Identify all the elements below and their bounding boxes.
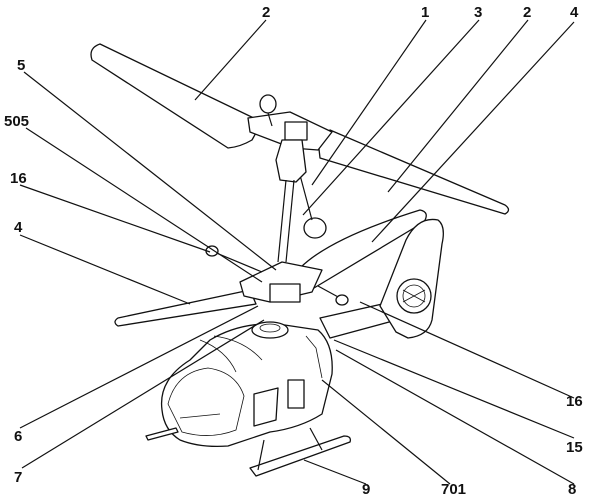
upper-blade-right xyxy=(317,129,510,215)
side-door xyxy=(287,379,305,409)
upper-hub-block xyxy=(284,121,308,141)
label-16-left: 16 xyxy=(10,170,27,187)
flybar-weight-bottom xyxy=(303,217,327,239)
upper-mechanism xyxy=(275,139,307,183)
label-9: 9 xyxy=(362,481,370,498)
skid-front xyxy=(145,427,179,441)
label-8: 8 xyxy=(568,481,576,498)
label-505: 505 xyxy=(4,113,29,130)
label-7: 7 xyxy=(14,469,22,486)
upper-blade-left xyxy=(90,43,263,149)
label-5: 5 xyxy=(17,57,25,74)
label-15: 15 xyxy=(566,439,583,456)
landing-skids xyxy=(145,427,352,477)
label-4-left: 4 xyxy=(14,219,23,236)
tail xyxy=(319,218,444,339)
skid-rear xyxy=(249,435,352,477)
lower-blade-left xyxy=(114,289,257,327)
lower-blade-right xyxy=(299,209,427,289)
lower-hub-block xyxy=(269,283,301,303)
label-16-right: 16 xyxy=(566,393,583,410)
label-1: 1 xyxy=(421,4,429,21)
fuselage xyxy=(160,321,333,448)
label-4-top: 4 xyxy=(570,4,579,21)
label-2-top-right: 2 xyxy=(523,4,531,21)
label-701: 701 xyxy=(441,481,466,498)
label-6: 6 xyxy=(14,428,22,445)
side-window xyxy=(253,387,279,427)
upper-rotor xyxy=(90,43,510,239)
reference-labels: 2 1 3 2 4 5 505 16 4 6 7 9 701 8 15 16 xyxy=(4,4,583,498)
main-shaft xyxy=(277,179,295,263)
flybar-weight-top xyxy=(259,94,277,114)
label-2-top-left: 2 xyxy=(262,4,270,21)
rod-end-right xyxy=(335,294,349,306)
leader-lines xyxy=(19,19,575,485)
canopy xyxy=(167,367,245,436)
label-3: 3 xyxy=(474,4,482,21)
lower-hub xyxy=(239,261,323,303)
